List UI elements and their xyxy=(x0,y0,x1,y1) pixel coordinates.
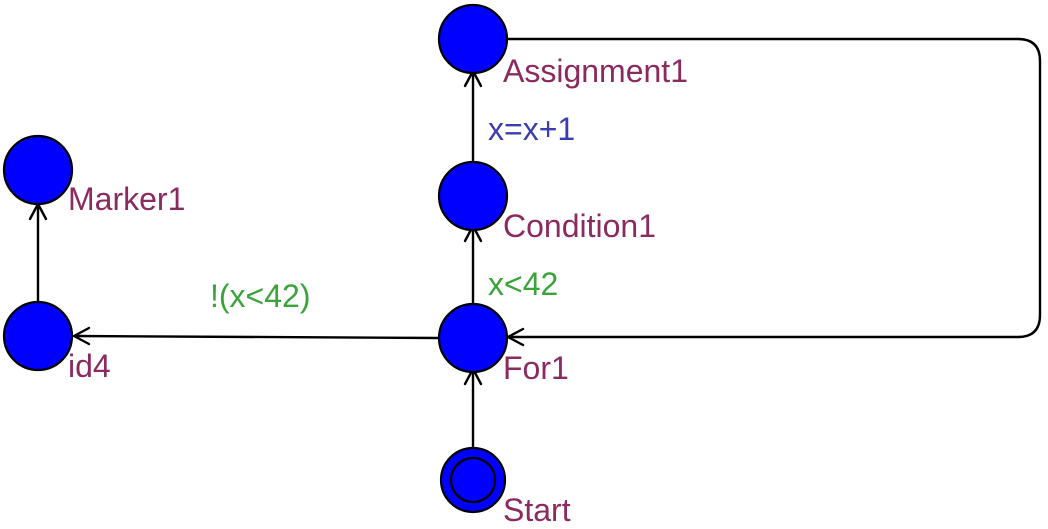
edge-assignment1-to-for1[interactable] xyxy=(508,37,1042,339)
label-start: Start xyxy=(503,492,571,528)
edge-labels: x=x+1 x<42 !(x<42) xyxy=(210,111,575,314)
location-condition1-node[interactable] xyxy=(437,160,509,232)
label-marker1: Marker1 xyxy=(68,181,185,217)
guard-label-x-less-42: x<42 xyxy=(488,266,558,302)
arrowhead-id4 xyxy=(72,326,91,346)
label-id4: id4 xyxy=(68,348,111,384)
label-assignment1: Assignment1 xyxy=(503,53,688,89)
guard-label-not-x-less-42: !(x<42) xyxy=(210,278,310,314)
location-id4-node[interactable] xyxy=(2,300,74,372)
location-assignment1-node[interactable] xyxy=(437,3,509,75)
edges xyxy=(28,37,1042,448)
assignment-label-x-increment: x=x+1 xyxy=(488,111,575,147)
location-for1-node[interactable] xyxy=(437,302,509,374)
label-condition1: Condition1 xyxy=(503,208,656,244)
edge-for1-to-id4[interactable] xyxy=(74,334,439,340)
label-for1: For1 xyxy=(503,350,569,386)
initial-location-inner-ring xyxy=(449,456,497,504)
nodes xyxy=(2,3,509,514)
location-marker1-node[interactable] xyxy=(2,134,74,206)
location-labels: Assignment1 Condition1 Marker1 id4 For1 … xyxy=(68,53,688,528)
